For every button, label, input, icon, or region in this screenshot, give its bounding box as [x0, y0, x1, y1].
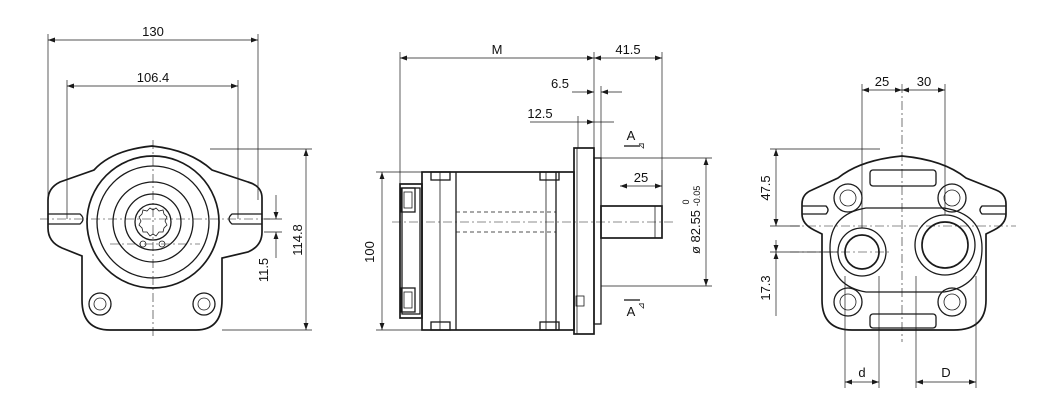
dim-130: 130 [142, 24, 164, 39]
tolerance-lower: -0.05 [692, 186, 702, 207]
outlet-port-outer [914, 214, 976, 276]
rear-bottom-pad [869, 313, 937, 329]
section-a-bottom: A [627, 304, 636, 319]
outlet-port [921, 221, 969, 269]
front-flange-outline [47, 145, 263, 331]
rear-bolt-bottom [400, 287, 416, 313]
side-view: M 41.5 6.5 12.5 25 100 ø 82.55 0 -0.05 [362, 42, 712, 335]
dim-big-d: D [941, 365, 950, 380]
dim-d: d [858, 365, 865, 380]
dim-114-8: 114.8 [290, 224, 305, 256]
dim-17-3: 17.3 [758, 275, 773, 300]
dim-25-shaft: 25 [634, 170, 648, 185]
rear-bolt-bl [833, 287, 863, 317]
dim-47-5: 47.5 [758, 175, 773, 200]
dim-m: M [492, 42, 503, 57]
rear-right-slot [979, 205, 1006, 215]
section-a-top: A [627, 128, 636, 143]
front-bolt-right-inner [197, 297, 211, 311]
pump-body [421, 171, 575, 331]
rear-bolt-top [400, 187, 416, 213]
front-bolt-left [88, 292, 112, 316]
tolerance-upper: 0 [681, 199, 691, 204]
rear-bolt-br [937, 287, 967, 317]
dim-25-rear: 25 [875, 74, 889, 89]
front-view: 130 106.4 114.8 11.5 [40, 24, 312, 338]
rear-top-pad [869, 169, 937, 187]
dim-100: 100 [362, 241, 377, 263]
rear-left-slot [802, 205, 829, 215]
section-a-top-angle: ⊿ [636, 142, 646, 150]
front-bolt-right [192, 292, 216, 316]
dim-6-5: 6.5 [551, 76, 569, 91]
rear-bolt-tr [937, 183, 967, 213]
dim-30-rear: 30 [917, 74, 931, 89]
front-bolt-left-inner [93, 297, 107, 311]
rear-view: 25 30 47.5 17.3 d D [758, 74, 1016, 388]
rear-cover [399, 183, 423, 319]
dim-41-5: 41.5 [615, 42, 640, 57]
rear-bolt-tl [833, 183, 863, 213]
dim-11-5: 11.5 [256, 258, 271, 282]
dim-12-5: 12.5 [527, 106, 552, 121]
section-a-bottom-angle: ⊿ [636, 302, 646, 310]
dim-106-4: 106.4 [137, 70, 170, 85]
dim-pilot-diameter: ø 82.55 [688, 210, 703, 254]
